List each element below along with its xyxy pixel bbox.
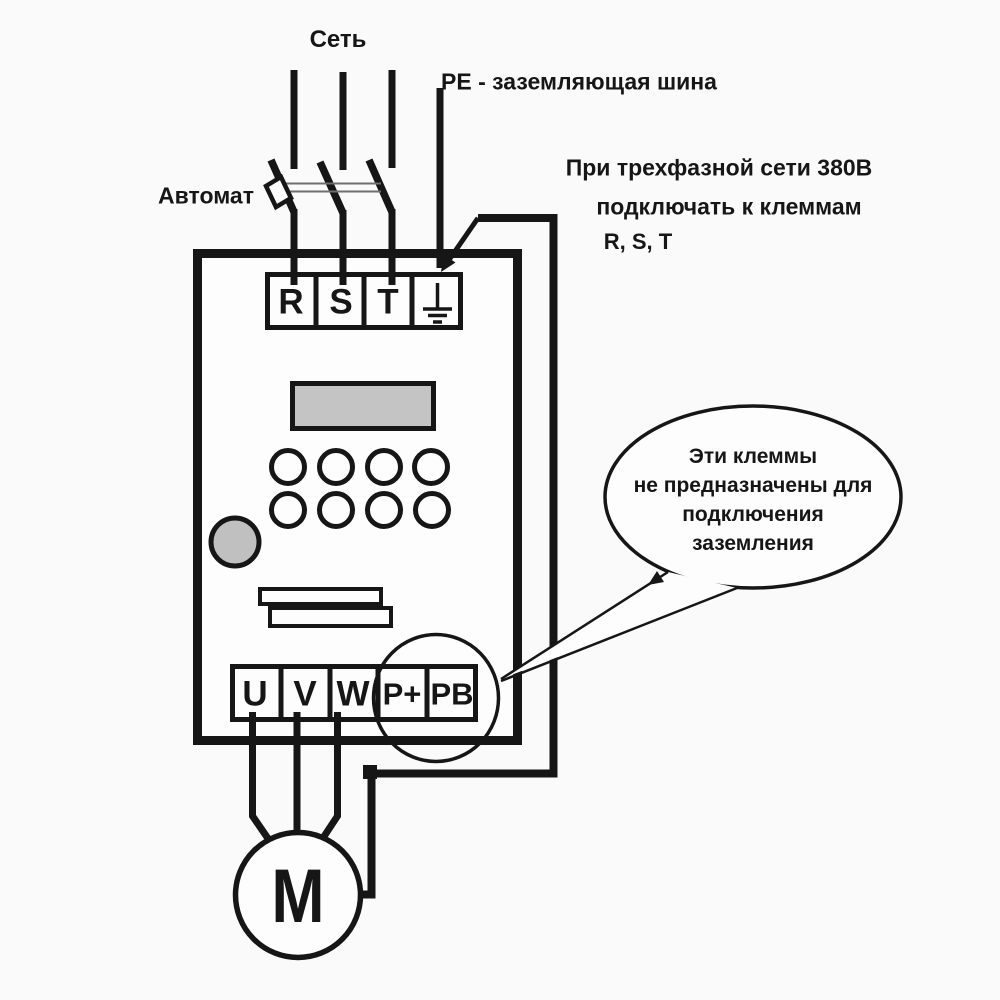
bubble-note-line3: подключения (682, 503, 824, 526)
keypad-button-icon (412, 448, 450, 486)
motor-label: M (271, 854, 325, 939)
speech-bubble (603, 404, 903, 590)
top-terminal-block (265, 272, 463, 330)
bubble-tail-arrowhead-icon (648, 571, 664, 585)
earth-ground-icon (423, 283, 452, 324)
pe-branch-wire (446, 216, 481, 262)
ground-bypass-wire (357, 214, 558, 899)
terminal-label-pb: PB (430, 676, 474, 712)
terminal-label-s: S (329, 282, 353, 322)
keypad-button-icon (365, 448, 403, 486)
terminal-label-p-plus: P+ (382, 676, 422, 712)
keypad-button-icon (413, 491, 451, 529)
inverter-body (193, 249, 522, 745)
terminal-label-u: U (242, 674, 268, 714)
connector-slot-upper (258, 587, 383, 606)
motor-circle (232, 829, 364, 961)
terminal-label-r: R (278, 282, 304, 322)
breaker-label: Автомат (158, 182, 254, 209)
mains-wires (263, 70, 396, 285)
breaker-blade-2 (316, 160, 347, 215)
keypad-button-icon (317, 491, 355, 529)
connector-slot-lower (268, 606, 393, 628)
terminal-label-t: T (377, 282, 399, 322)
mains-label: Сеть (309, 26, 367, 53)
pe-arrowhead-icon (441, 254, 456, 272)
terminal-label-v: V (293, 674, 317, 714)
bottom-terminal-block (230, 664, 478, 722)
motor-wire-w (320, 712, 341, 840)
bubble-tail-line-1 (500, 570, 669, 681)
wire-junction-dot (363, 765, 377, 779)
potentiometer-knob (208, 515, 262, 569)
keypad-button-icon (269, 491, 307, 529)
keypad-buttons (269, 448, 451, 529)
bubble-note-line4: заземления (692, 532, 814, 555)
note-380-line1: При трехфазной сети 380В (565, 154, 873, 181)
display-screen (290, 381, 436, 431)
pe-bus-label: PE - заземляющая шина (441, 68, 717, 95)
bubble-tail-line-2 (500, 586, 738, 683)
terminal-highlight-circle (371, 632, 501, 764)
keypad-button-icon (317, 448, 355, 486)
terminal-label-w: W (336, 674, 370, 714)
bubble-note-line1: Эти клеммы (688, 445, 818, 468)
bottom-terminal-outline (230, 664, 478, 722)
breaker-blade-3 (365, 158, 396, 214)
bubble-note: Эти клеммы не предназначены для подключе… (634, 442, 873, 558)
breaker-handle (263, 173, 294, 211)
keypad-button-icon (365, 491, 403, 529)
note-380-line2: подключать к клеммам (596, 193, 862, 220)
speech-bubble-notch (501, 572, 737, 679)
keypad-button-icon (269, 448, 307, 486)
motor-wire-u (249, 712, 272, 842)
bubble-note-line2: не предназначены для (633, 474, 873, 497)
note-380-line3: R, S, T (603, 229, 673, 254)
